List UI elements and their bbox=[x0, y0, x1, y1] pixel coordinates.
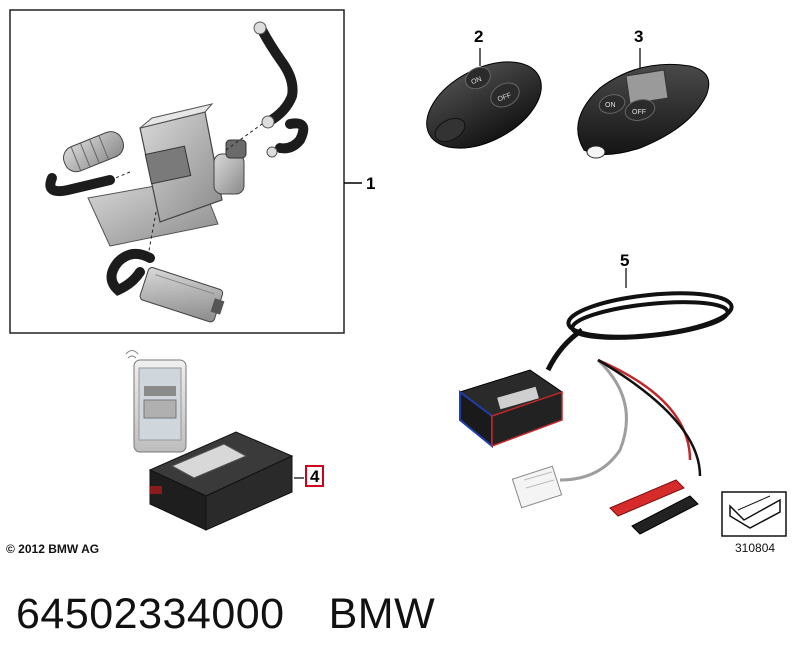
callout-1: 1 bbox=[366, 174, 376, 193]
part-5-interface-cable[interactable] bbox=[458, 268, 734, 535]
part-number: 64502334000 bbox=[16, 590, 285, 638]
callout-5: 5 bbox=[620, 251, 630, 270]
part-1-heater-assembly[interactable] bbox=[9, 9, 362, 334]
reference-icon bbox=[721, 491, 787, 537]
brand-name: BMW bbox=[328, 590, 436, 638]
callout-3: 3 bbox=[634, 27, 644, 46]
diagram-reference-number: 310804 bbox=[735, 541, 776, 555]
remote-2-off-label: OFF bbox=[497, 92, 513, 103]
footer-caption: 64502334000 BMW bbox=[16, 590, 435, 639]
copyright-notice: © 2012 BMW AG bbox=[6, 542, 100, 556]
part-4-telestart-module[interactable] bbox=[125, 350, 304, 531]
callout-2: 2 bbox=[474, 27, 484, 46]
part-3-remote-with-display[interactable]: ON OFF bbox=[577, 48, 710, 159]
remote-3-off-label: OFF bbox=[632, 109, 646, 116]
remote-3-on-label: ON bbox=[605, 102, 616, 109]
part-1-frame bbox=[9, 9, 345, 334]
callout-4: 4 bbox=[305, 465, 325, 487]
remote-2-on-label: ON bbox=[470, 76, 482, 86]
part-2-remote-control[interactable]: ON OFF bbox=[412, 44, 555, 166]
